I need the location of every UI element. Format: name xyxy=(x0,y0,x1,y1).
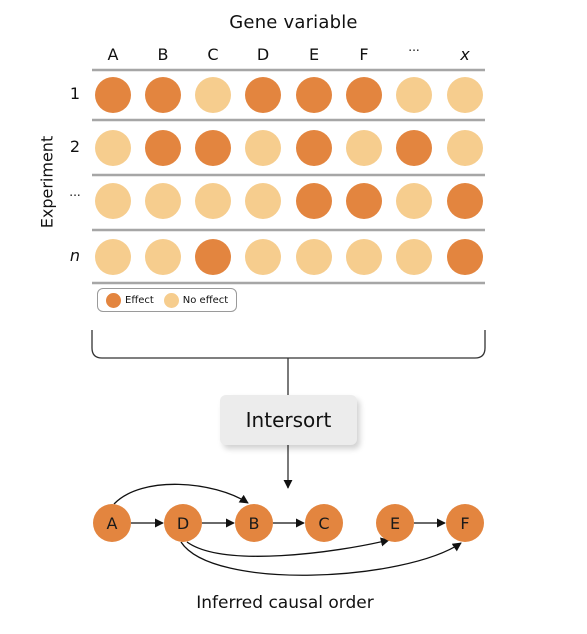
column-label: x xyxy=(460,45,470,64)
no-effect-cell xyxy=(396,183,432,219)
row-label: 1 xyxy=(69,84,81,103)
no-effect-cell xyxy=(245,239,281,275)
column-label: E xyxy=(308,45,320,64)
effect-cell xyxy=(195,130,231,166)
method-box: Intersort xyxy=(220,395,357,445)
node-label-e: E xyxy=(389,513,401,533)
row-label: 2 xyxy=(69,137,81,156)
effect-cell xyxy=(296,77,332,113)
no-effect-cell xyxy=(245,130,281,166)
effect-cell xyxy=(346,77,382,113)
experiment-grid xyxy=(95,77,483,275)
caption: Inferred causal order xyxy=(196,593,374,613)
no-effect-swatch xyxy=(163,292,179,308)
node-label-b: B xyxy=(248,513,260,533)
node-label-d: D xyxy=(176,513,190,533)
causal-nodes xyxy=(93,504,484,542)
no-effect-cell xyxy=(296,239,332,275)
column-label: B xyxy=(157,45,169,64)
legend-effect: Effect xyxy=(106,292,154,308)
legend-no-effect-label: No effect xyxy=(182,294,229,306)
edge-d-e xyxy=(186,537,390,557)
no-effect-cell xyxy=(396,77,432,113)
effect-cell xyxy=(296,130,332,166)
legend-no-effect: No effect xyxy=(163,292,229,308)
effect-cell xyxy=(396,130,432,166)
no-effect-cell xyxy=(95,183,131,219)
legend: Effect No effect xyxy=(97,288,237,312)
edge-a-b xyxy=(113,483,249,505)
no-effect-cell xyxy=(447,77,483,113)
y-axis-title: Experiment xyxy=(37,135,57,229)
node-f xyxy=(446,504,484,542)
legend-effect-label: Effect xyxy=(125,294,154,306)
node-d xyxy=(164,504,202,542)
edge-d-f xyxy=(180,541,462,576)
node-c xyxy=(305,504,343,542)
row-label: n xyxy=(69,246,81,265)
effect-cell xyxy=(245,77,281,113)
row-dividers xyxy=(92,68,485,285)
no-effect-cell xyxy=(195,77,231,113)
node-a xyxy=(93,504,131,542)
column-label: F xyxy=(359,45,369,64)
effect-cell xyxy=(447,183,483,219)
effect-cell xyxy=(195,239,231,275)
no-effect-cell xyxy=(447,130,483,166)
effect-cell xyxy=(296,183,332,219)
node-b xyxy=(235,504,273,542)
node-label-a: A xyxy=(106,513,118,533)
column-label: A xyxy=(107,45,119,64)
no-effect-cell xyxy=(145,239,181,275)
no-effect-cell xyxy=(145,183,181,219)
no-effect-cell xyxy=(346,239,382,275)
column-label: C xyxy=(207,45,219,64)
no-effect-cell xyxy=(346,130,382,166)
effect-cell xyxy=(95,77,131,113)
no-effect-cell xyxy=(245,183,281,219)
no-effect-cell xyxy=(195,183,231,219)
effect-cell xyxy=(145,77,181,113)
no-effect-cell xyxy=(95,239,131,275)
effect-cell xyxy=(145,130,181,166)
effect-swatch xyxy=(106,292,121,308)
no-effect-cell xyxy=(396,239,432,275)
no-effect-cell xyxy=(95,130,131,166)
row-label: ... xyxy=(69,185,81,199)
node-e xyxy=(376,504,414,542)
column-label: D xyxy=(256,45,270,64)
chart-title: Gene variable xyxy=(229,12,358,33)
effect-cell xyxy=(346,183,382,219)
grouping-bracket xyxy=(91,330,486,359)
node-label-f: F xyxy=(460,513,470,533)
effect-cell xyxy=(447,239,483,275)
node-label-c: C xyxy=(318,513,330,533)
causal-edges xyxy=(113,483,462,576)
column-label: ... xyxy=(408,40,420,54)
